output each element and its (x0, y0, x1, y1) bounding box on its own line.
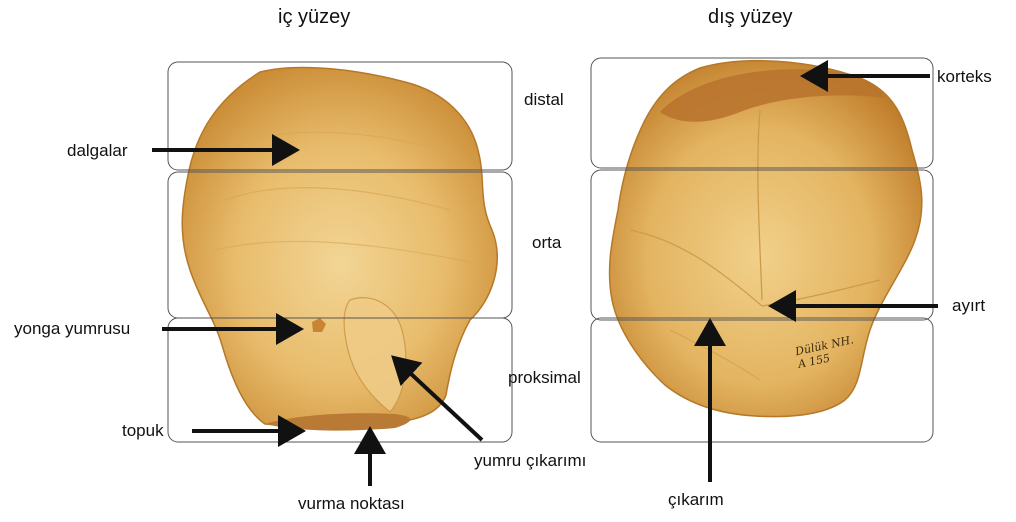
label-butt: topuk (122, 421, 164, 441)
label-bulb-scar: yumru çıkarımı (474, 451, 586, 471)
label-bulb: yonga yumrusu (14, 319, 130, 339)
inner-flake-image (182, 67, 497, 430)
label-impact-point: vurma noktası (298, 494, 405, 514)
title-inner-surface: iç yüzey (278, 7, 350, 27)
label-ridge: ayırt (952, 296, 985, 316)
outer-flake-image (610, 61, 922, 417)
label-cortex: korteks (937, 67, 992, 87)
zone-label-proximal: proksimal (508, 368, 581, 388)
zone-label-middle: orta (532, 233, 561, 253)
title-outer-surface: dış yüzey (708, 7, 792, 27)
label-removal: çıkarım (668, 490, 724, 510)
zone-label-distal: distal (524, 90, 564, 110)
label-waves: dalgalar (67, 141, 128, 161)
